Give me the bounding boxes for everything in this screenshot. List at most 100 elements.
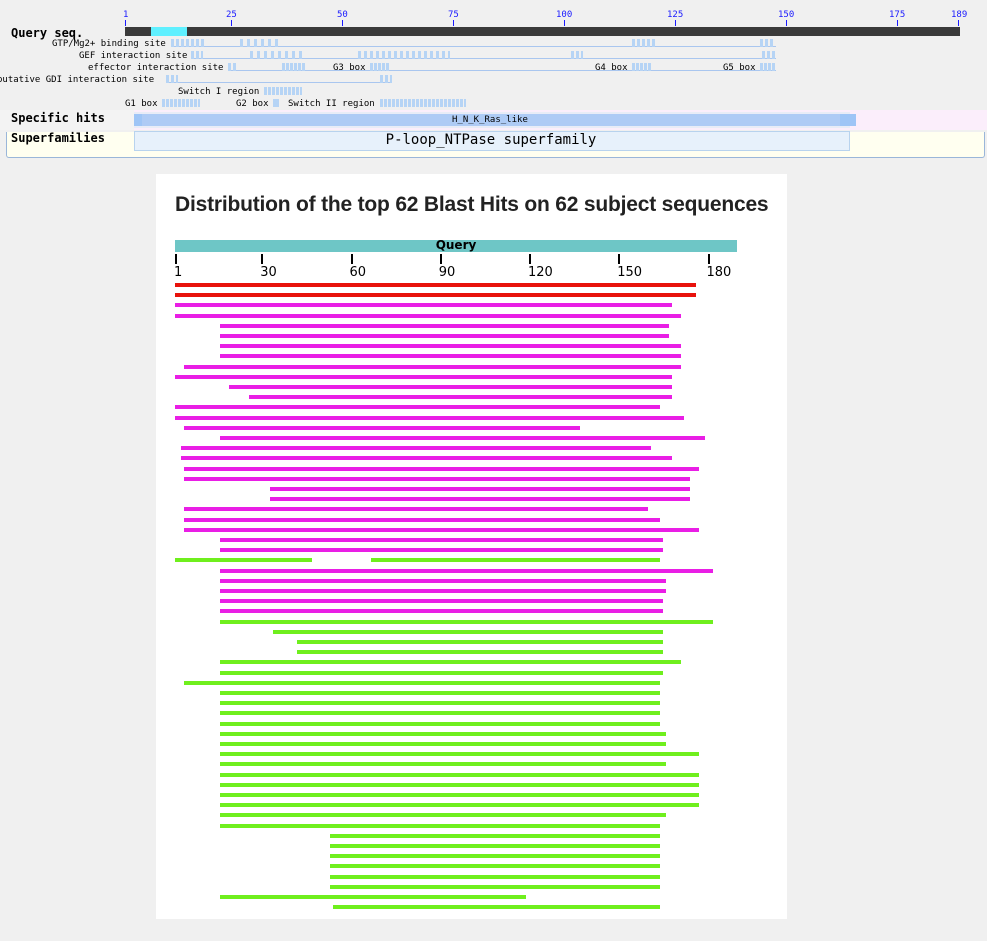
blast-hit-bar[interactable] xyxy=(219,762,666,767)
query-tick-label: 90 xyxy=(438,265,456,280)
blast-hit-bar[interactable] xyxy=(219,589,666,593)
blast-hit-bar[interactable] xyxy=(183,680,660,685)
site-marks-switch-1[interactable] xyxy=(264,87,302,95)
blast-hit-bar[interactable] xyxy=(273,629,663,634)
blast-hit-bar[interactable] xyxy=(371,558,660,563)
blast-hit-bar[interactable] xyxy=(219,711,660,716)
blast-hit-bar[interactable] xyxy=(219,436,705,440)
site-marks-g5 xyxy=(760,63,776,71)
specific-hit-name[interactable]: H_N_K_Ras_like xyxy=(452,115,528,125)
blast-hit-bar[interactable] xyxy=(219,538,663,542)
blast-hit-bar[interactable] xyxy=(183,527,699,532)
blast-hit-bar[interactable] xyxy=(219,731,666,736)
blast-hit-bar[interactable] xyxy=(219,793,699,797)
axis-tick-label: 100 xyxy=(556,10,573,20)
axis-tick-label: 189 xyxy=(951,10,968,20)
blast-hit-bar[interactable] xyxy=(183,364,681,369)
blast-hit-bar[interactable] xyxy=(175,303,672,308)
blast-hit-bar[interactable] xyxy=(180,446,651,451)
blast-hit-bar[interactable] xyxy=(219,609,663,614)
blast-hit-bar[interactable] xyxy=(296,640,663,644)
blast-hit-bar[interactable] xyxy=(219,691,660,695)
site-marks-g2[interactable] xyxy=(273,99,279,107)
site-marks xyxy=(632,39,656,47)
blast-hit-bar[interactable] xyxy=(175,283,696,287)
blast-hit-bar[interactable] xyxy=(329,854,660,859)
axis-tick-mark xyxy=(897,20,898,26)
blast-hit-bar[interactable] xyxy=(183,507,649,512)
superfamily-name[interactable]: P-loop_NTPase superfamily xyxy=(385,132,597,148)
blast-hit-bar[interactable] xyxy=(183,425,580,430)
blast-hit-bar[interactable] xyxy=(219,721,660,726)
blast-hit-bar[interactable] xyxy=(219,752,699,757)
specific-hits-label: Specific hits xyxy=(11,111,105,125)
query-tick-label: 120 xyxy=(528,265,553,280)
blast-hit-bar[interactable] xyxy=(219,323,669,328)
site-track-effector-interaction[interactable] xyxy=(228,70,776,71)
query-sequence-bar[interactable] xyxy=(125,27,960,36)
query-highlight-region xyxy=(151,27,187,36)
blast-hit-bar[interactable] xyxy=(183,517,660,522)
blast-hit-bar[interactable] xyxy=(219,599,663,604)
specific-hit-inner xyxy=(142,114,840,126)
blast-hit-bar[interactable] xyxy=(219,772,699,777)
blast-hit-bar[interactable] xyxy=(219,619,714,624)
blast-hit-bar[interactable] xyxy=(175,313,681,318)
site-label-gtp-binding: GTP/Mg2+ binding site xyxy=(52,39,166,49)
blast-hit-bar[interactable] xyxy=(329,844,660,848)
blast-hit-bar[interactable] xyxy=(219,782,699,787)
blast-hit-bar[interactable] xyxy=(329,874,660,879)
blast-hit-bar[interactable] xyxy=(219,354,681,359)
query-tick-mark xyxy=(439,254,442,264)
site-track-gdi-interaction[interactable] xyxy=(166,82,392,83)
site-label-effector-interaction: effector interaction site xyxy=(88,63,224,73)
blast-hit-bar[interactable] xyxy=(180,456,672,461)
blast-hit-bar[interactable] xyxy=(175,374,672,379)
blast-hit-bar[interactable] xyxy=(183,476,690,481)
blast-hit-bar[interactable] xyxy=(219,548,663,553)
site-marks xyxy=(228,63,238,71)
query-tick-label: 180 xyxy=(706,265,732,280)
blast-hit-bar[interactable] xyxy=(175,415,684,420)
blast-hit-bar[interactable] xyxy=(183,466,699,471)
blast-hit-bar[interactable] xyxy=(228,385,672,389)
axis-tick-label: 125 xyxy=(667,10,684,20)
blast-hit-bar[interactable] xyxy=(219,578,666,583)
blast-hit-bar[interactable] xyxy=(249,395,672,400)
blast-hit-bar[interactable] xyxy=(329,864,660,869)
blast-hit-bar[interactable] xyxy=(219,701,660,706)
blast-hit-bar[interactable] xyxy=(175,405,660,410)
axis-tick-label: 175 xyxy=(889,10,906,20)
blast-hit-bar[interactable] xyxy=(329,884,660,889)
blast-hit-bar[interactable] xyxy=(219,344,681,349)
site-track-gef-interaction[interactable] xyxy=(191,58,776,59)
site-marks-g3 xyxy=(370,63,390,71)
blast-hit-bar[interactable] xyxy=(219,334,669,338)
blast-hit-bar[interactable] xyxy=(219,670,663,675)
blast-hit-bar[interactable] xyxy=(332,905,660,910)
blast-hit-bar[interactable] xyxy=(219,813,666,818)
site-label-g1-box: G1 box xyxy=(125,99,158,109)
axis-tick-mark xyxy=(231,20,232,26)
blast-hit-bar[interactable] xyxy=(219,742,666,746)
blast-hit-bar[interactable] xyxy=(329,833,660,838)
blast-hit-bar[interactable] xyxy=(219,568,714,573)
superfamily-bar[interactable] xyxy=(134,131,850,151)
blast-hit-bar[interactable] xyxy=(175,293,696,298)
blast-hit-bar[interactable] xyxy=(296,650,663,655)
blast-hit-bar[interactable] xyxy=(219,895,527,899)
axis-tick-mark xyxy=(342,20,343,26)
site-label-gdi-interaction: putative GDI interaction site xyxy=(0,75,155,85)
blast-hit-bar[interactable] xyxy=(270,487,690,491)
blast-hit-bar[interactable] xyxy=(270,497,690,502)
site-track-gtp-binding[interactable] xyxy=(171,46,776,47)
site-label-g2-box: G2 box xyxy=(236,99,269,109)
blast-hit-bar[interactable] xyxy=(219,803,699,808)
site-label-switch-2: Switch II region xyxy=(288,99,375,109)
blast-hit-bar[interactable] xyxy=(175,558,312,563)
blast-hit-bar[interactable] xyxy=(219,823,660,828)
site-marks-switch-2[interactable] xyxy=(380,99,466,107)
query-tick-mark xyxy=(618,254,621,264)
blast-hit-bar[interactable] xyxy=(219,660,681,665)
site-marks-g1[interactable] xyxy=(162,99,200,107)
